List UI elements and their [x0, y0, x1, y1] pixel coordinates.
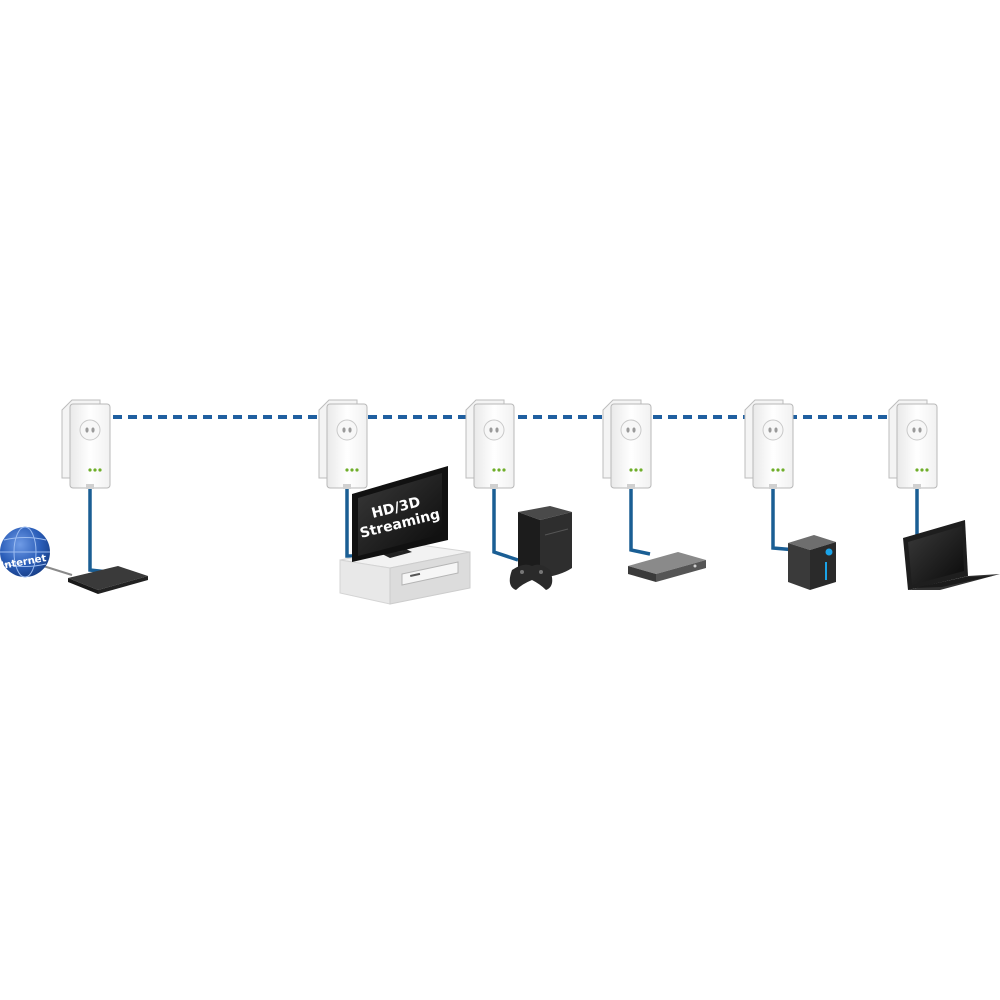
laptop-icon [903, 520, 1000, 590]
globe-icon: Internet [0, 526, 73, 578]
powerline-adapter-icon [888, 399, 938, 490]
powerline-adapter-icon [61, 399, 111, 490]
powerline-adapter-icon [465, 399, 515, 490]
powerline-adapter-icon [602, 399, 652, 490]
cable-router [88, 488, 109, 574]
tv-icon: HD/3D Streaming [352, 466, 448, 562]
set-top-box-icon [628, 552, 706, 582]
powerline-adapter-icon [318, 399, 368, 490]
nas-drive-icon [788, 535, 836, 590]
cable-receiver [629, 488, 651, 556]
gamepad-icon [509, 564, 553, 590]
cable-nas [771, 488, 797, 552]
powerline-adapter-icon [744, 399, 794, 490]
router-icon [68, 566, 148, 594]
tv-stand-icon [339, 544, 471, 605]
cable-console [492, 488, 519, 562]
game-console-icon [518, 506, 572, 578]
